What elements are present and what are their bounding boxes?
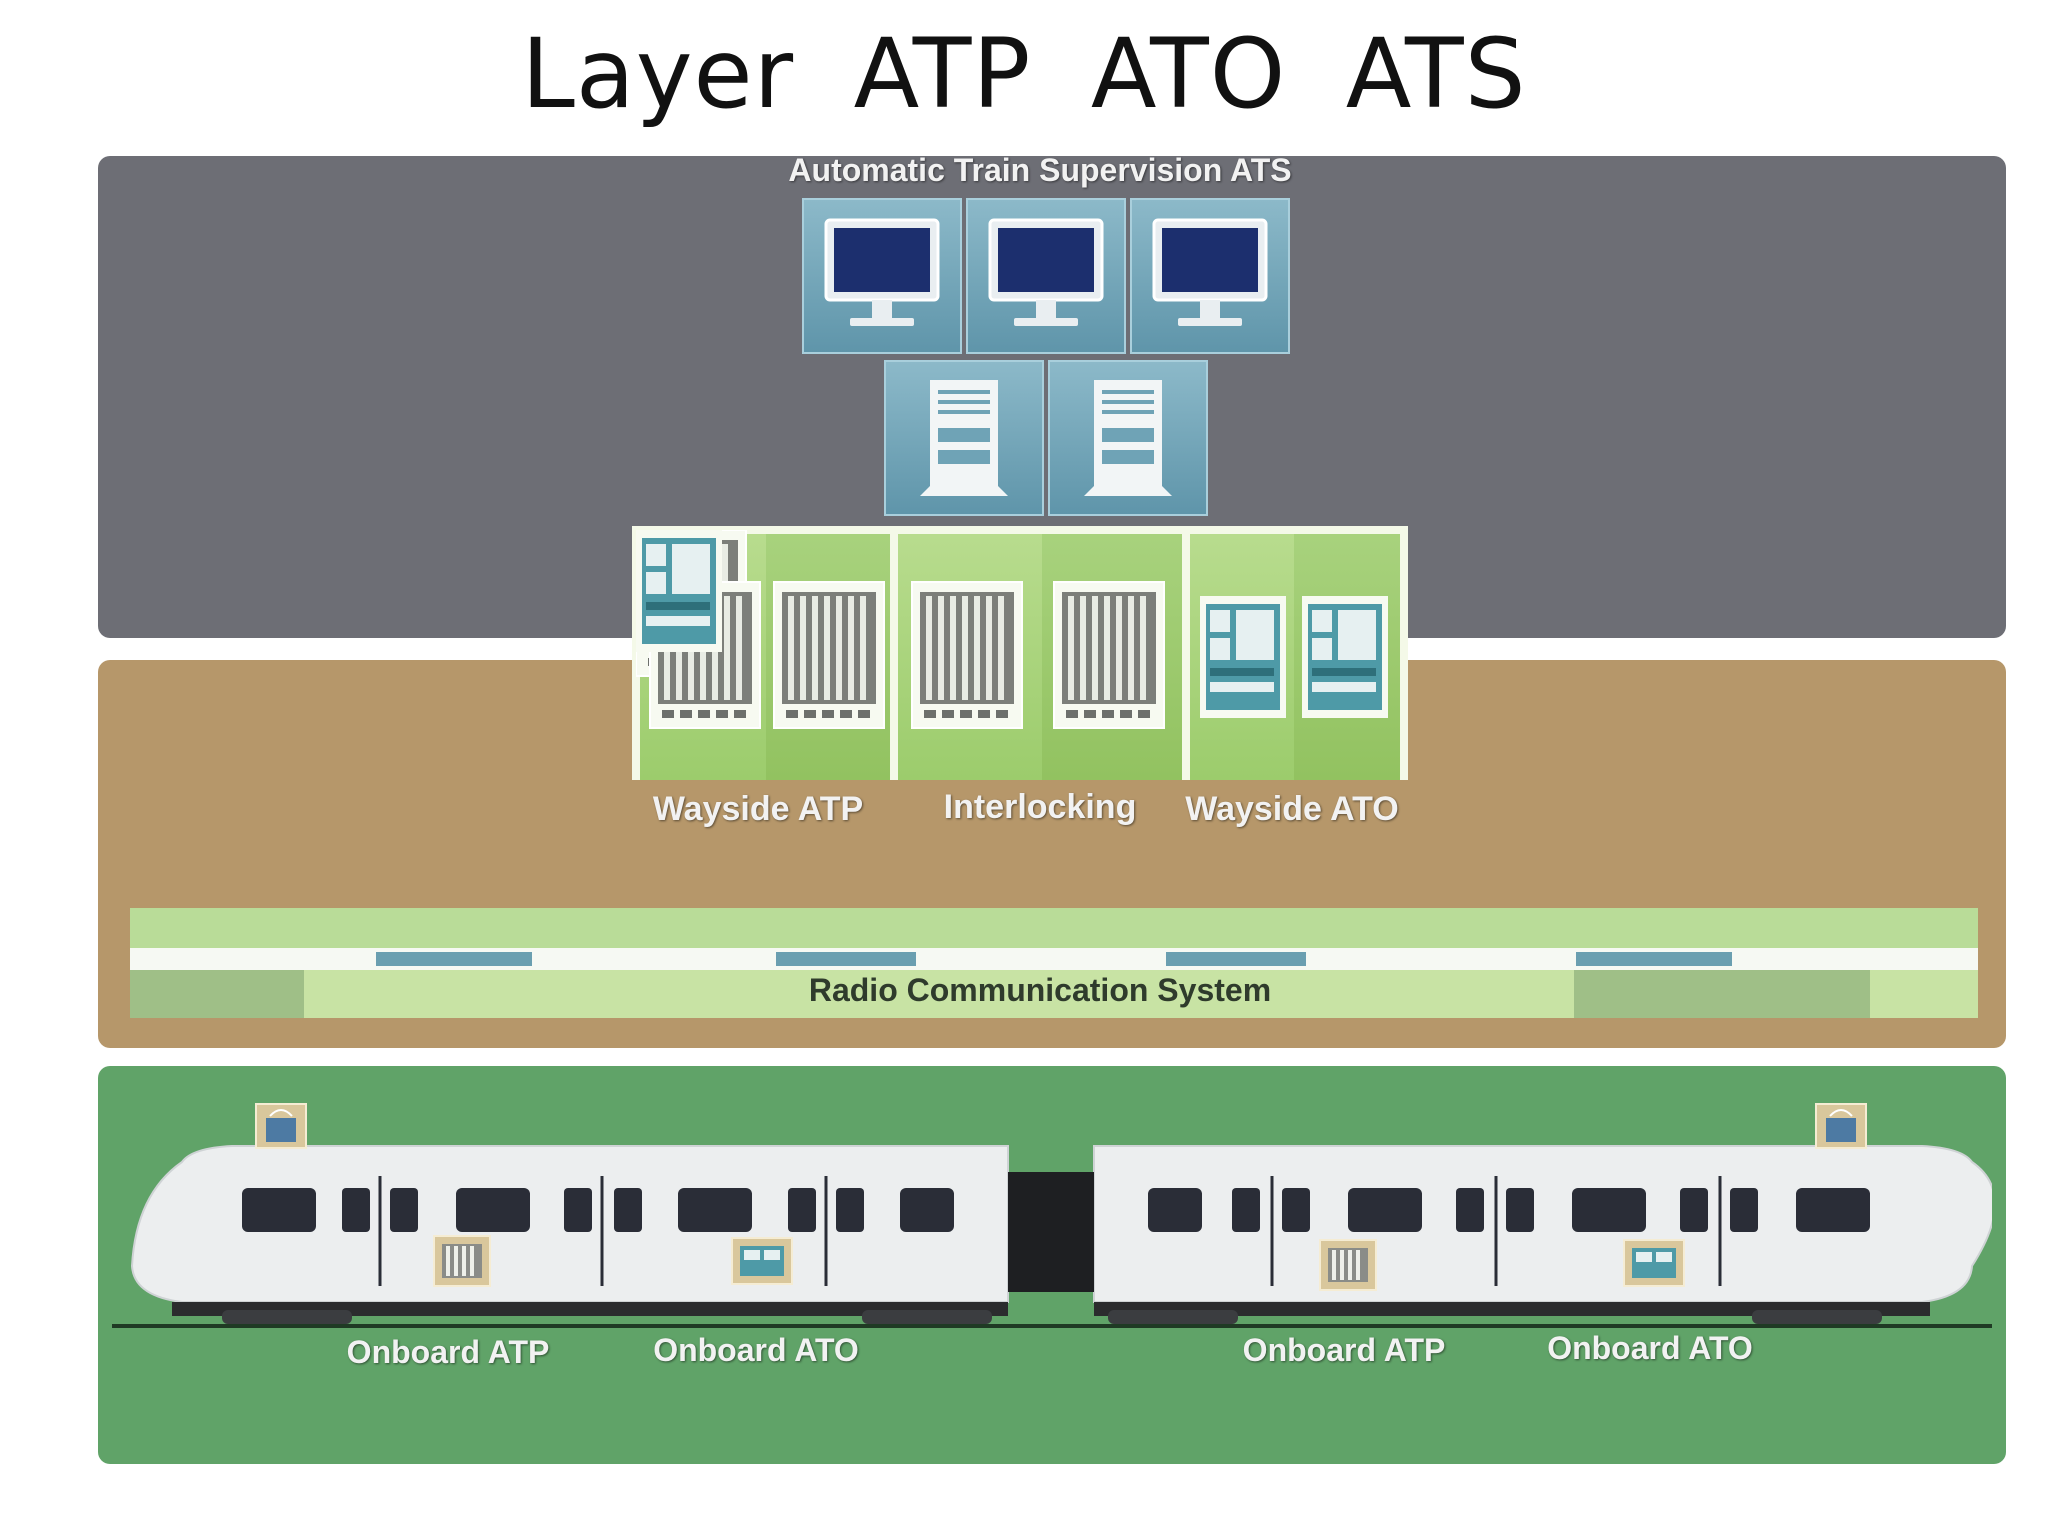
ats-workstation-3 bbox=[1130, 198, 1290, 354]
radio-communication-band bbox=[130, 908, 1978, 1018]
equipment-rack-icon bbox=[636, 530, 1388, 729]
train-illustration bbox=[112, 1103, 1992, 1328]
radio-system-label: Radio Communication System bbox=[808, 972, 1272, 1008]
server-icon bbox=[1084, 380, 1172, 496]
server-icon bbox=[920, 380, 1008, 496]
wayside-ato-label: Wayside ATO bbox=[1185, 790, 1399, 828]
interlocking-label: Interlocking bbox=[943, 788, 1137, 826]
monitor-icon bbox=[988, 218, 1104, 326]
ats-server-2 bbox=[1048, 360, 1208, 516]
ats-server-1 bbox=[884, 360, 1044, 516]
wayside-equipment-panel bbox=[632, 526, 1408, 780]
page-title: Layer ATP ATO ATS bbox=[521, 18, 1527, 130]
ats-layer-label: Automatic Train Supervision ATS bbox=[788, 152, 1292, 188]
ats-workstation-2 bbox=[966, 198, 1126, 354]
radio-antenna-icon bbox=[255, 1103, 1867, 1149]
monitor-icon bbox=[824, 218, 940, 326]
onboard-ato-label-1: Onboard ATO bbox=[653, 1332, 859, 1368]
monitor-icon bbox=[1152, 218, 1268, 326]
onboard-atp-label-1: Onboard ATP bbox=[346, 1334, 550, 1370]
onboard-atp-label-2: Onboard ATP bbox=[1242, 1332, 1446, 1368]
onboard-ato-label-2: Onboard ATO bbox=[1547, 1330, 1753, 1366]
wayside-atp-label: Wayside ATP bbox=[652, 790, 864, 828]
ats-workstation-1 bbox=[802, 198, 962, 354]
